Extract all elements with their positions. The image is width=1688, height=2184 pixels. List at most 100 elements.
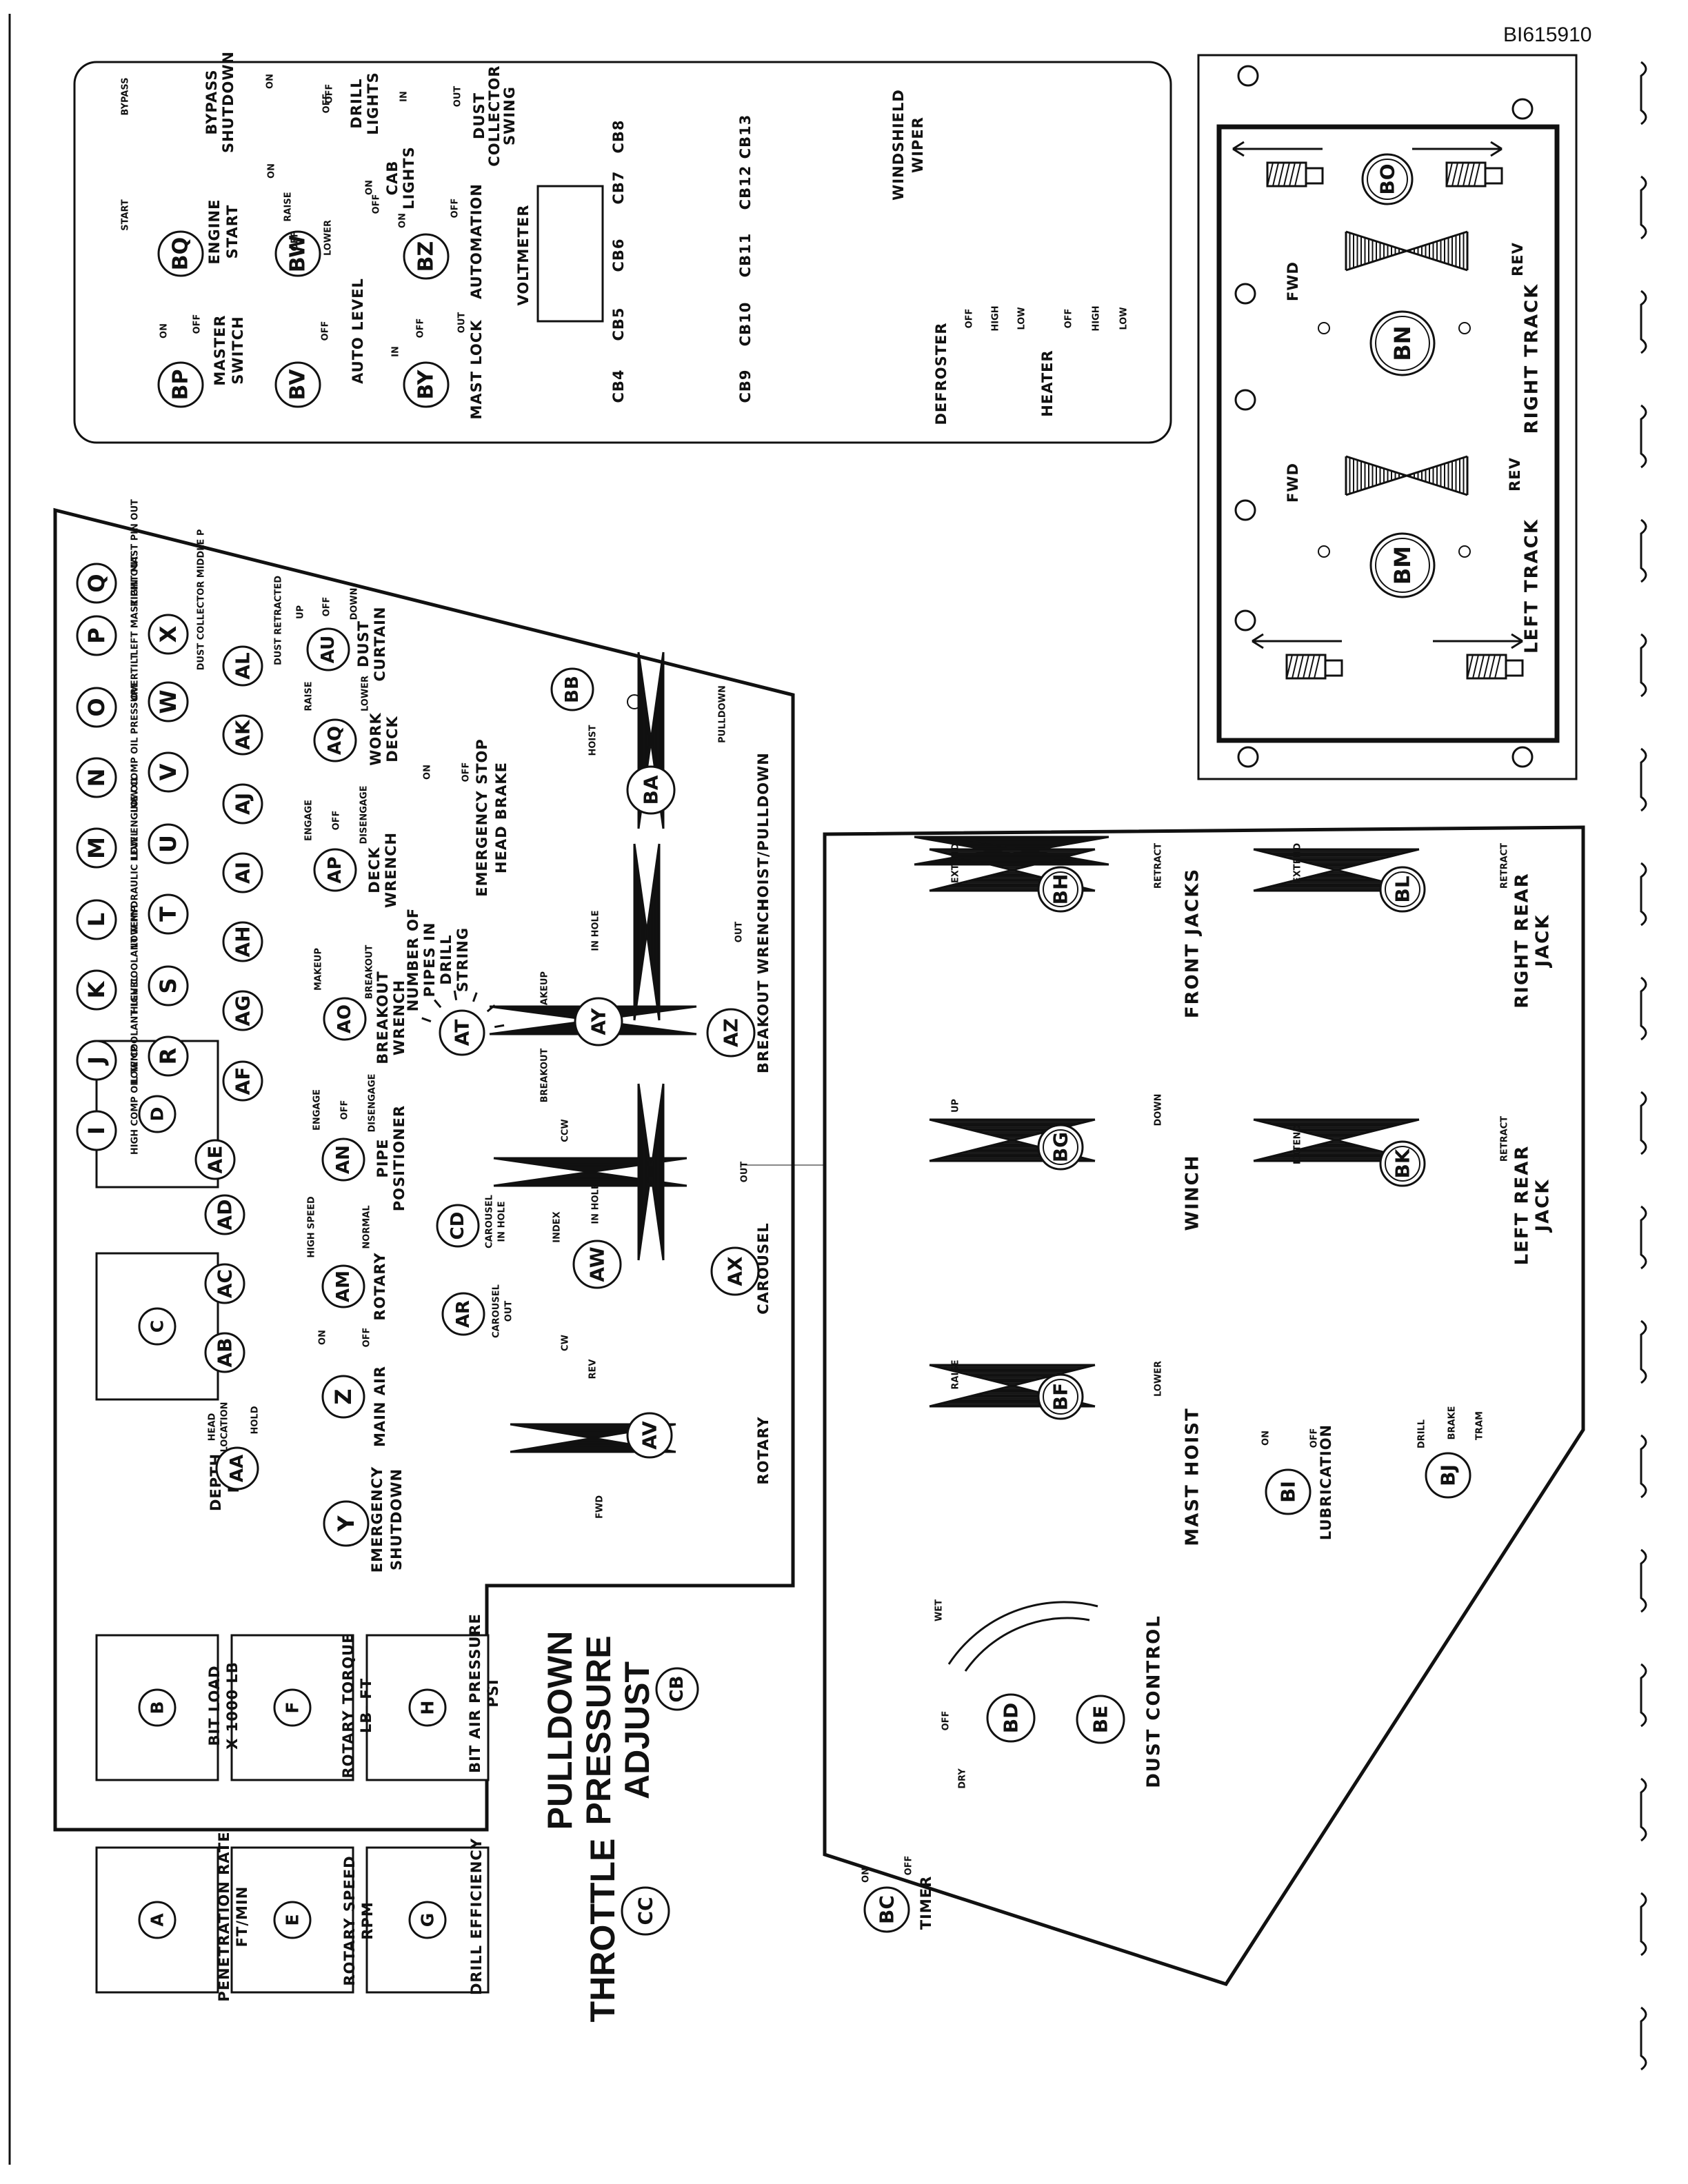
- switch-ao[interactable]: AO: [323, 997, 367, 1041]
- switch-id: L: [83, 913, 110, 927]
- switch-aj[interactable]: AJ: [222, 783, 263, 825]
- label-breakout-wrench: BREAKOUT WRENCH: [755, 898, 772, 1073]
- switch-bp[interactable]: BP: [157, 361, 204, 408]
- switch-cc[interactable]: CC: [621, 1886, 670, 1936]
- switch-bz[interactable]: BZ: [403, 233, 450, 280]
- switch-at[interactable]: AT: [439, 1009, 485, 1056]
- switch-aa[interactable]: AA: [215, 1446, 259, 1490]
- switch-bo[interactable]: BO: [1361, 153, 1414, 205]
- switch-ap[interactable]: AP: [313, 848, 357, 892]
- switch-be[interactable]: BE: [1076, 1695, 1125, 1744]
- switch-bd[interactable]: BD: [986, 1693, 1036, 1743]
- switch-bj[interactable]: BJ: [1425, 1452, 1471, 1499]
- switch-an[interactable]: AN: [321, 1138, 365, 1182]
- label-cw: CW: [561, 1335, 571, 1351]
- label-x-1000-lb: X 1000 LB: [224, 1661, 241, 1750]
- label-makeup: MAKEUP: [314, 948, 324, 991]
- label-location: LOCATION: [220, 1402, 230, 1452]
- switch-id: BI: [1277, 1481, 1300, 1503]
- switch-ak[interactable]: AK: [222, 714, 263, 756]
- label-low-engine-oil: LOW ENGINE OIL: [130, 776, 141, 859]
- binder-mark: [1640, 1777, 1647, 1842]
- switch-o[interactable]: O: [76, 687, 117, 728]
- switch-bv[interactable]: BV: [274, 361, 321, 408]
- switch-ay[interactable]: AY: [574, 997, 623, 1046]
- switch-l[interactable]: L: [76, 899, 117, 940]
- switch-ad[interactable]: AD: [204, 1194, 245, 1235]
- binder-mark: [1640, 1663, 1647, 1728]
- switch-w[interactable]: W: [148, 681, 189, 722]
- label-left-rear: LEFT REAR: [1512, 1145, 1533, 1266]
- switch-bg[interactable]: BG: [1037, 1124, 1084, 1171]
- switch-ac[interactable]: AC: [204, 1263, 245, 1304]
- label-master: MASTER: [212, 314, 228, 385]
- switch-bn[interactable]: BN: [1369, 310, 1436, 376]
- switch-au[interactable]: AU: [306, 627, 350, 671]
- switch-ba[interactable]: BA: [626, 765, 676, 815]
- label-engine: ENGINE: [206, 199, 223, 265]
- switch-ah[interactable]: AH: [222, 921, 263, 962]
- switch-bc[interactable]: BC: [863, 1886, 910, 1933]
- switch-y[interactable]: Y: [323, 1500, 370, 1547]
- switch-cb[interactable]: CB: [655, 1667, 699, 1711]
- switch-aq[interactable]: AQ: [313, 718, 357, 762]
- switch-cd[interactable]: CD: [436, 1204, 480, 1248]
- label-wiper: WIPER: [910, 117, 926, 173]
- switch-bh[interactable]: BH: [1037, 866, 1084, 913]
- switch-ar[interactable]: AR: [441, 1292, 485, 1336]
- switch-q[interactable]: Q: [76, 563, 117, 604]
- switch-u[interactable]: U: [148, 823, 189, 865]
- label-low: LOW: [1119, 307, 1129, 330]
- switch-r[interactable]: R: [148, 1035, 189, 1077]
- switch-i[interactable]: I: [76, 1110, 117, 1151]
- label-deck: DECK: [366, 847, 383, 893]
- switch-aw[interactable]: AW: [572, 1240, 622, 1289]
- switch-id: O: [83, 698, 110, 716]
- switch-bq[interactable]: BQ: [157, 230, 204, 277]
- switch-z[interactable]: Z: [321, 1375, 365, 1419]
- switch-id: BC: [876, 1895, 898, 1924]
- switch-id: U: [155, 835, 181, 853]
- switch-m[interactable]: M: [76, 827, 117, 869]
- switch-al[interactable]: AL: [222, 645, 263, 687]
- switch-bl[interactable]: BL: [1379, 866, 1426, 913]
- switch-p[interactable]: P: [76, 615, 117, 656]
- switch-bm[interactable]: BM: [1369, 532, 1436, 598]
- switch-k[interactable]: K: [76, 969, 117, 1011]
- switch-bi[interactable]: BI: [1265, 1468, 1312, 1515]
- switch-ae[interactable]: AE: [194, 1139, 236, 1180]
- switch-am[interactable]: AM: [321, 1264, 365, 1308]
- switch-id: AM: [333, 1271, 354, 1302]
- switch-n[interactable]: N: [76, 757, 117, 798]
- label-drill: DRILL: [438, 934, 454, 984]
- switch-bw[interactable]: BW: [274, 230, 321, 277]
- label-low-comp-oil-pressure: LOW COMP OIL PRESSURE: [130, 682, 141, 813]
- switch-ax[interactable]: AX: [710, 1246, 760, 1296]
- label-high-coolant-temp: HIGH COOLANT TEMP: [130, 906, 141, 1013]
- switch-id: BK: [1391, 1148, 1414, 1178]
- switch-bb[interactable]: BB: [550, 667, 594, 711]
- switch-az[interactable]: AZ: [706, 1008, 756, 1058]
- label-defroster: DEFROSTER: [933, 322, 950, 425]
- switch-id: BL: [1391, 876, 1414, 902]
- label-pipes-in: PIPES IN: [421, 922, 438, 998]
- switch-by[interactable]: BY: [403, 361, 450, 408]
- switch-j[interactable]: J: [76, 1040, 117, 1081]
- switch-x[interactable]: X: [148, 614, 189, 655]
- switch-s[interactable]: S: [148, 965, 189, 1007]
- switch-bf[interactable]: BF: [1037, 1373, 1084, 1420]
- switch-ai[interactable]: AI: [222, 852, 263, 893]
- label-voltmeter: VOLTMETER: [515, 204, 532, 305]
- switch-av[interactable]: AV: [626, 1412, 673, 1459]
- switch-ab[interactable]: AB: [204, 1332, 245, 1373]
- label-jack: JACK: [1533, 913, 1554, 968]
- label-up: UP: [951, 1099, 961, 1113]
- switch-v[interactable]: V: [148, 751, 189, 793]
- mount-hole: [1234, 499, 1256, 521]
- label-emergency: EMERGENCY: [369, 1466, 385, 1573]
- switch-id: N: [83, 769, 110, 787]
- switch-bk[interactable]: BK: [1379, 1140, 1426, 1187]
- switch-af[interactable]: AF: [222, 1060, 263, 1102]
- switch-t[interactable]: T: [148, 893, 189, 935]
- switch-ag[interactable]: AG: [222, 990, 263, 1031]
